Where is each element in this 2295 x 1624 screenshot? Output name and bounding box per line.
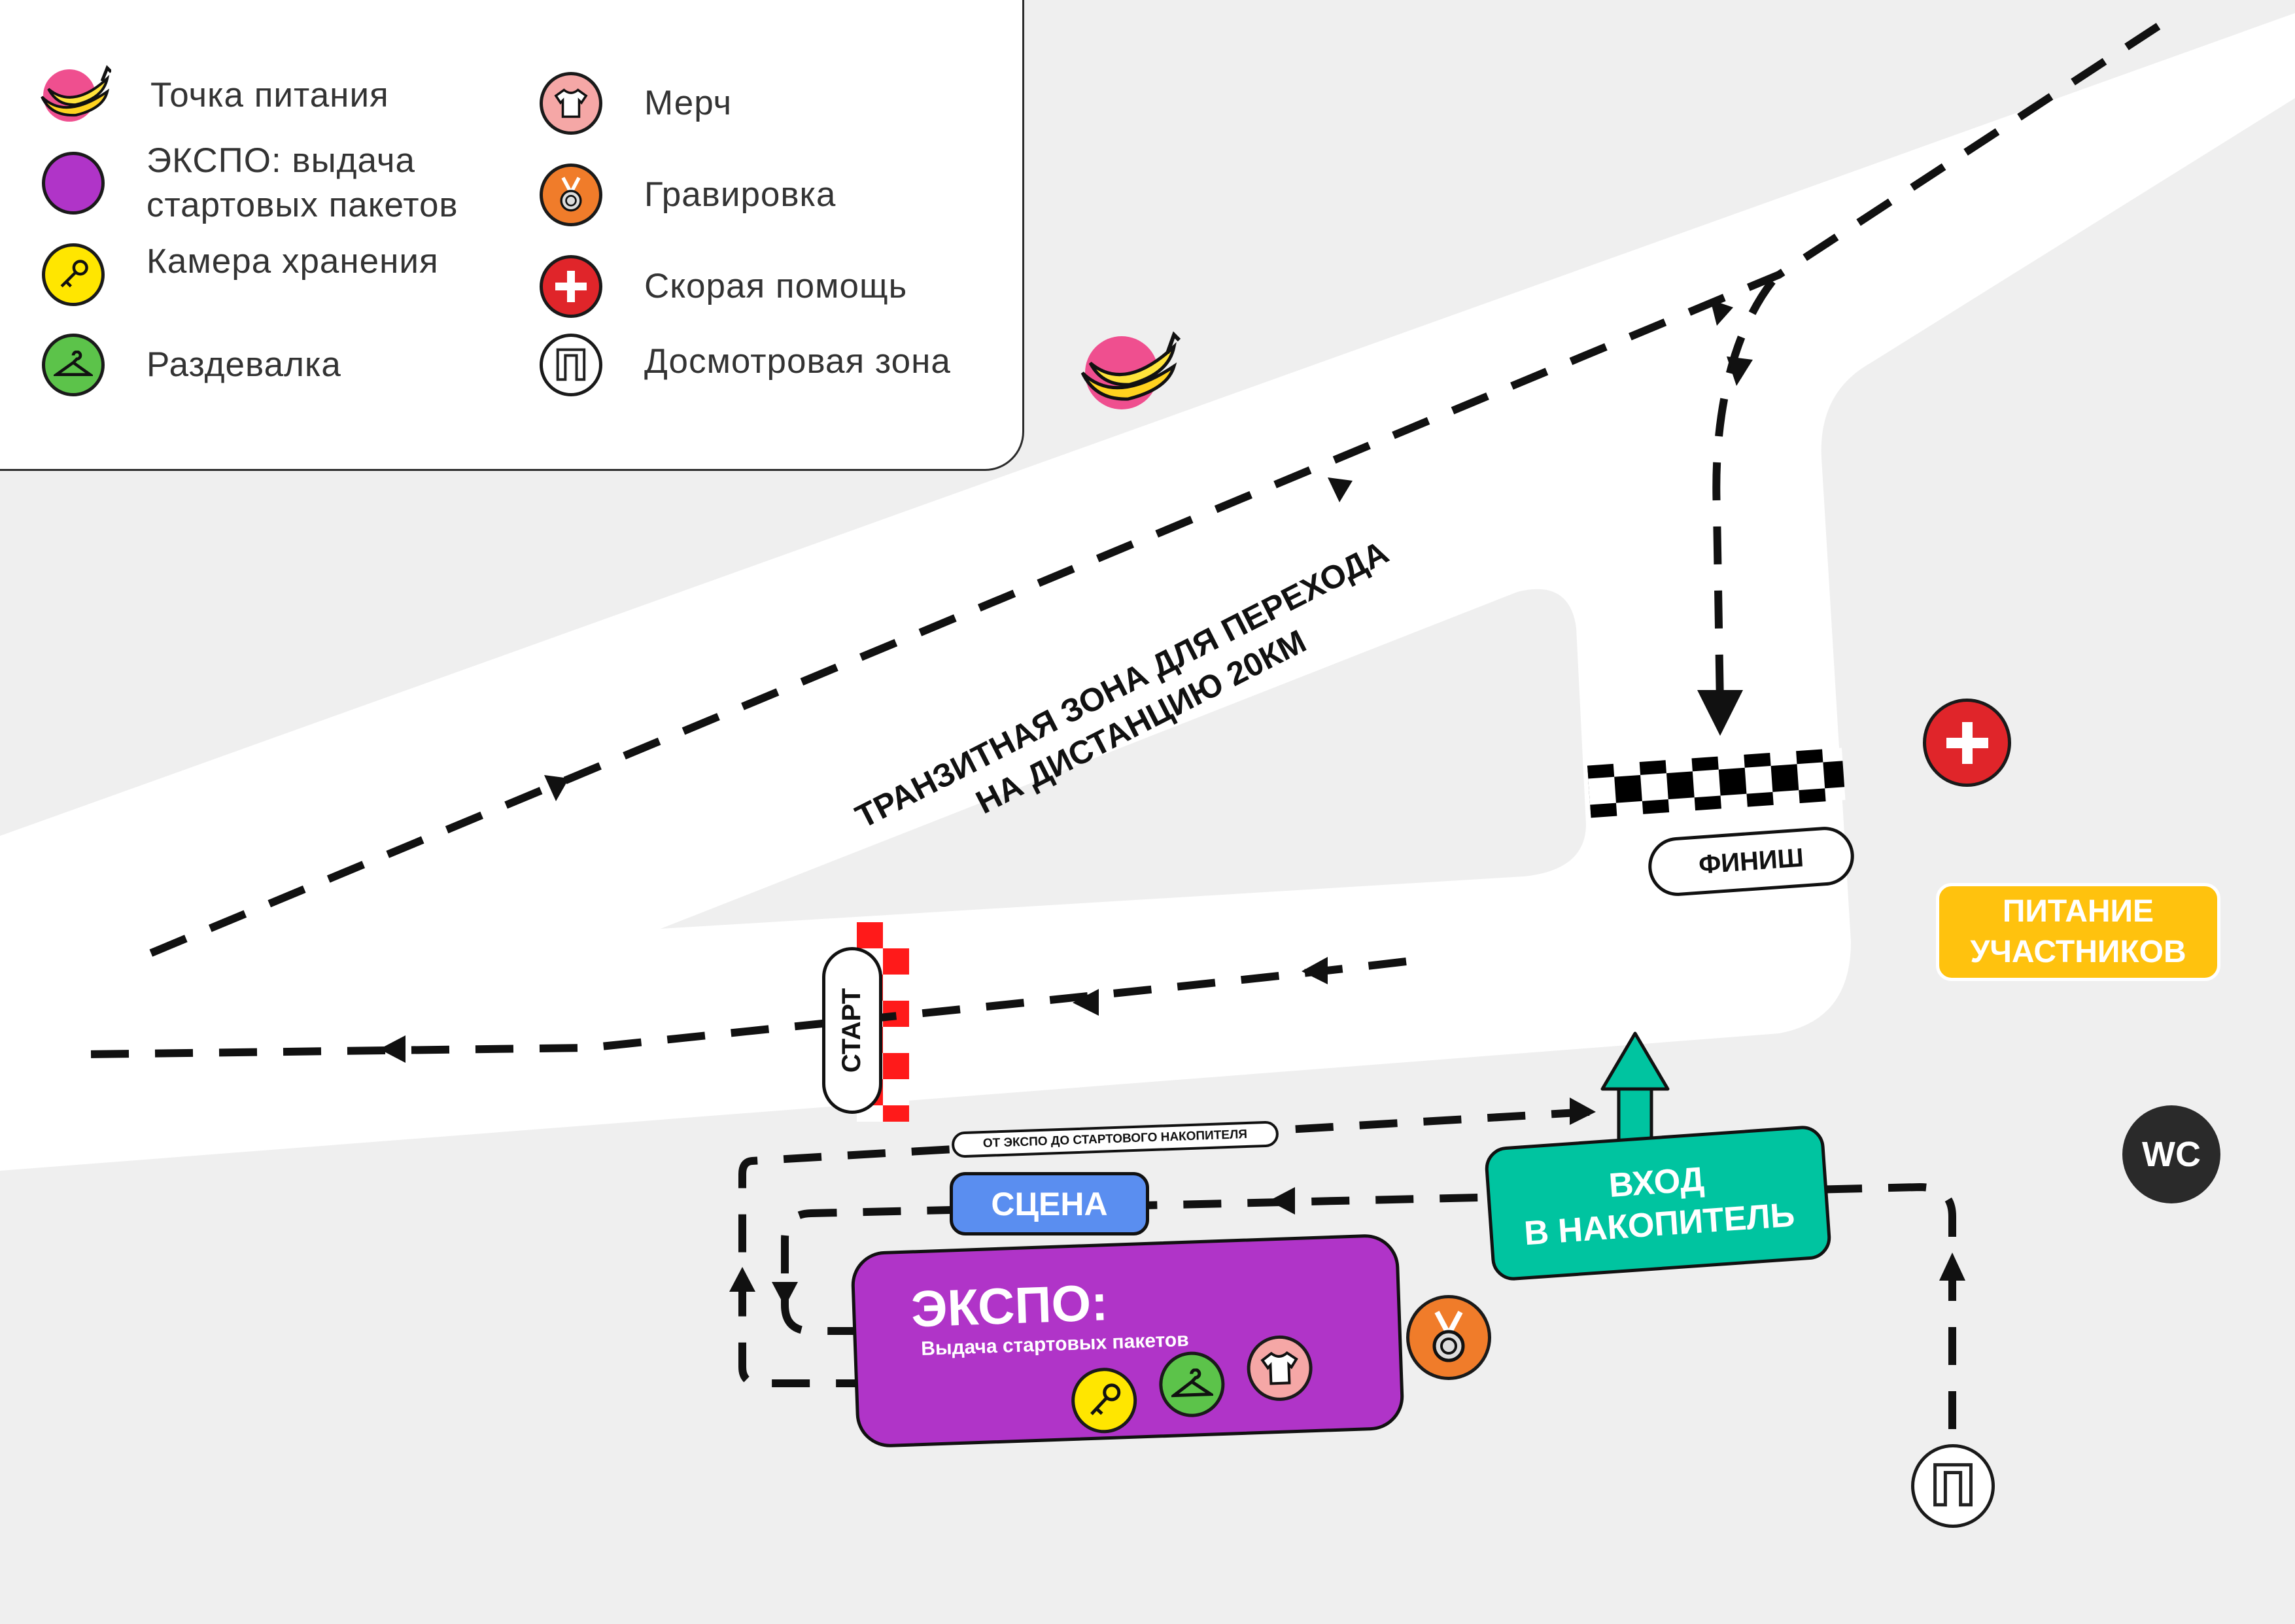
legend-item-storage: Камера хранения bbox=[42, 242, 439, 306]
legend-item-ambulance: Скорая помощь bbox=[540, 255, 907, 318]
expo-circle-icon bbox=[42, 152, 105, 215]
entrance-line2: В НАКОПИТЕЛЬ bbox=[1523, 1196, 1796, 1253]
inspection-map-icon: П bbox=[1911, 1444, 1995, 1528]
arrow-transit-3 bbox=[544, 775, 569, 801]
legend-label-expo-line1: ЭКСПО: выдача bbox=[147, 141, 415, 180]
route-expo-to-start bbox=[738, 1108, 1590, 1387]
expo-title: ЭКСПО: bbox=[910, 1273, 1109, 1338]
key-icon bbox=[42, 243, 105, 306]
start-text: СТАРТ bbox=[837, 988, 867, 1073]
ambulance-map-icon bbox=[1923, 699, 2011, 787]
legend-label-expo-line2: стартовых пакетов bbox=[147, 186, 458, 224]
arrow-stage-1 bbox=[1269, 1187, 1295, 1215]
legend-label-expo: ЭКСПО: выдача стартовых пакетов bbox=[147, 139, 458, 228]
legend-item-merch: Мерч bbox=[540, 72, 732, 135]
participant-food-label: ПИТАНИЕ УЧАСТНИКОВ bbox=[1936, 883, 2220, 981]
plus-icon bbox=[540, 255, 602, 318]
legend-label-ambulance: Скорая помощь bbox=[644, 267, 908, 305]
arrow-finish-bend bbox=[1727, 356, 1753, 386]
hanger-map-icon bbox=[1158, 1350, 1226, 1419]
food-line1: ПИТАНИЕ bbox=[2002, 894, 2154, 929]
engraving-map-icon bbox=[1406, 1295, 1491, 1380]
arrow-start-2 bbox=[1073, 989, 1099, 1016]
arrow-stage-3 bbox=[729, 1267, 755, 1292]
legend-item-food-point: Точка питания bbox=[39, 64, 389, 127]
route-to-finish bbox=[1712, 279, 1776, 707]
entrance-label[interactable]: ВХОД В НАКОПИТЕЛЬ bbox=[1483, 1124, 1833, 1282]
route-inspection-to-stage bbox=[781, 1183, 1956, 1429]
legend-label-merch: Мерч bbox=[644, 84, 733, 122]
road-island bbox=[661, 589, 1586, 929]
inspection-legend-glyph: П bbox=[553, 340, 589, 390]
legend-label-engraving: Гравировка bbox=[644, 175, 837, 214]
legend: Точка питания ЭКСПО: выдача стартовых па… bbox=[0, 0, 1024, 471]
arrow-start-3 bbox=[379, 1035, 406, 1063]
arrow-start-1 bbox=[1302, 957, 1328, 984]
medal-icon bbox=[540, 164, 602, 226]
arrow-finish-down bbox=[1697, 690, 1743, 736]
legend-item-inspection: П Досмотровая зона bbox=[540, 334, 951, 396]
arrow-expo-route bbox=[1570, 1097, 1596, 1125]
stage-label: СЦЕНА bbox=[950, 1172, 1149, 1235]
arrow-transit-2 bbox=[1328, 477, 1353, 502]
legend-label-locker: Раздевалка bbox=[147, 345, 341, 384]
route-transit bbox=[129, 22, 2161, 965]
route-arrows bbox=[379, 300, 1965, 1307]
expo-block[interactable]: ЭКСПО: Выдача стартовых пакетов bbox=[850, 1233, 1405, 1449]
inspection-map-glyph: П bbox=[1928, 1453, 1977, 1520]
arrow-stage-2 bbox=[772, 1282, 798, 1307]
merch-map-icon bbox=[1245, 1334, 1314, 1402]
legend-label-inspection: Досмотровая зона bbox=[644, 342, 951, 381]
entrance-line1: ВХОД bbox=[1608, 1160, 1706, 1205]
food-point-map-icon bbox=[1076, 327, 1181, 419]
key-map-icon bbox=[1070, 1366, 1138, 1435]
finish-line bbox=[1587, 748, 1846, 818]
arrow-transit-1 bbox=[1710, 300, 1733, 326]
start-label: СТАРТ bbox=[822, 947, 882, 1114]
wc-badge: WC bbox=[2122, 1105, 2220, 1203]
legend-label-storage: Камера хранения bbox=[147, 242, 439, 281]
arrow-inspection-up bbox=[1939, 1253, 1965, 1281]
legend-label-food-point: Точка питания bbox=[150, 76, 389, 114]
legend-item-locker: Раздевалка bbox=[42, 334, 341, 396]
legend-item-expo: ЭКСПО: выдача стартовых пакетов bbox=[42, 139, 458, 228]
inspection-icon: П bbox=[540, 334, 602, 396]
hanger-icon bbox=[42, 334, 105, 396]
food-line2: УЧАСТНИКОВ bbox=[1970, 935, 2186, 969]
banana-icon bbox=[39, 64, 112, 127]
tshirt-icon bbox=[540, 72, 602, 135]
legend-item-engraving: Гравировка bbox=[540, 164, 836, 226]
